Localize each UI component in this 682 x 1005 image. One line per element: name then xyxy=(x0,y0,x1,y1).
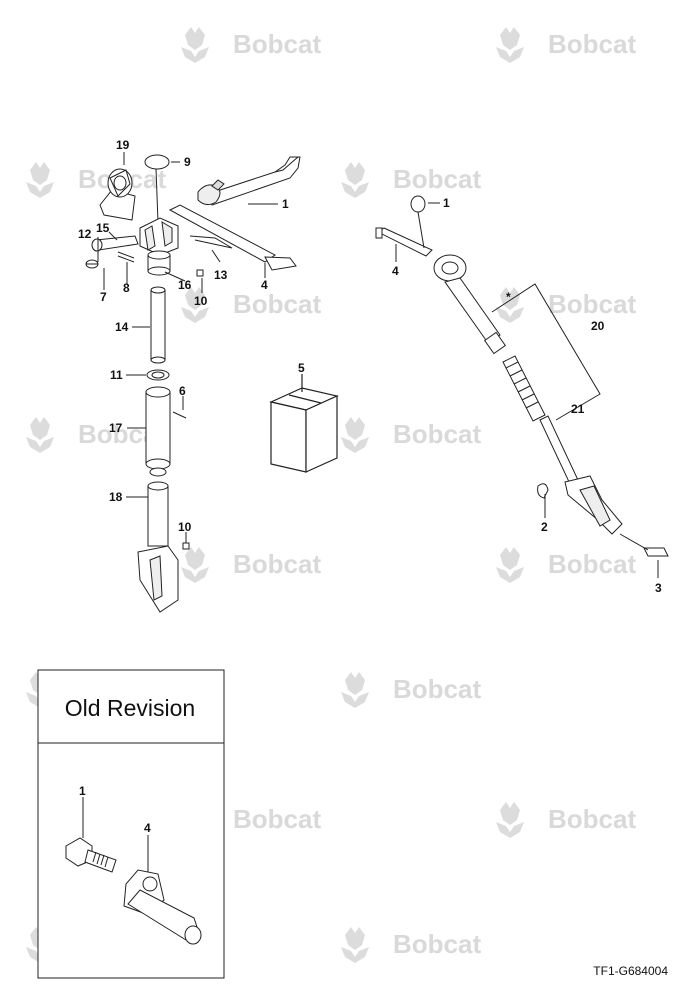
box-part-5 xyxy=(269,374,339,473)
watermark-bobcat: Bobcat xyxy=(26,162,166,198)
svg-text:Bobcat: Bobcat xyxy=(233,804,321,834)
right-leader-lines xyxy=(258,202,659,578)
inset-title: Old Revision xyxy=(65,695,195,721)
svg-text:Bobcat: Bobcat xyxy=(393,929,481,959)
callout-21: 21 xyxy=(571,402,585,416)
callout-10: 10 xyxy=(178,520,192,534)
right-assembly-drawing xyxy=(375,195,669,557)
callout-16: 16 xyxy=(178,278,192,292)
callout-labels: 19 9 1 15 12 7 8 16 10 13 4 14 11 6 17 1… xyxy=(65,138,662,835)
watermark-bobcat: Bobcat xyxy=(341,927,481,963)
callout-14: 14 xyxy=(115,320,129,334)
watermark-bobcat: Bobcat xyxy=(181,27,321,63)
callout-7: 7 xyxy=(100,290,107,304)
svg-text:Bobcat: Bobcat xyxy=(233,289,321,319)
callout-19: 19 xyxy=(116,138,130,152)
callout-17: 17 xyxy=(109,421,123,435)
callout-8: 8 xyxy=(123,281,130,295)
callout-4: 4 xyxy=(392,264,399,278)
watermark-bobcat: Bobcat xyxy=(26,417,166,453)
callout-3: 3 xyxy=(655,581,662,595)
callout-1: 1 xyxy=(443,196,450,210)
callout-4: 4 xyxy=(261,278,268,292)
left-assembly-drawing xyxy=(85,154,301,613)
callout-1: 1 xyxy=(282,197,289,211)
watermark-bobcat: Bobcat xyxy=(341,672,481,708)
callout-18: 18 xyxy=(109,490,123,504)
watermark-bobcat: Bobcat xyxy=(496,802,636,838)
inset-callout-4: 4 xyxy=(144,821,151,835)
callout-12: 12 xyxy=(78,227,92,241)
watermark-bobcat: Bobcat xyxy=(181,287,321,323)
callout-15: 15 xyxy=(96,221,110,235)
svg-text:Bobcat: Bobcat xyxy=(393,419,481,449)
drawing-number: TF1-G684004 xyxy=(593,964,668,978)
watermark-bobcat: Bobcat xyxy=(181,802,321,838)
left-leader-lines xyxy=(97,152,278,543)
callout-13: 13 xyxy=(214,268,228,282)
svg-text:Bobcat: Bobcat xyxy=(393,674,481,704)
svg-text:Bobcat: Bobcat xyxy=(548,804,636,834)
callout-5: 5 xyxy=(298,361,305,375)
callout-star: * xyxy=(506,290,511,304)
svg-text:Bobcat: Bobcat xyxy=(233,549,321,579)
watermark-bobcat: Bobcat xyxy=(496,287,636,323)
callout-10: 10 xyxy=(194,294,208,308)
callout-20: 20 xyxy=(591,319,605,333)
inset-callout-1: 1 xyxy=(79,784,86,798)
watermark-bobcat: Bobcat xyxy=(496,27,636,63)
watermark-bobcat: Bobcat xyxy=(341,417,481,453)
callout-11: 11 xyxy=(110,368,123,382)
svg-text:Bobcat: Bobcat xyxy=(233,29,321,59)
svg-text:Bobcat: Bobcat xyxy=(548,29,636,59)
svg-text:Bobcat: Bobcat xyxy=(393,164,481,194)
callout-9: 9 xyxy=(184,155,191,169)
watermark-bobcat: Bobcat xyxy=(341,162,481,198)
callout-2: 2 xyxy=(541,520,548,534)
watermark-bobcat: Bobcat xyxy=(496,547,636,583)
svg-text:Bobcat: Bobcat xyxy=(548,289,636,319)
svg-text:Bobcat: Bobcat xyxy=(548,549,636,579)
old-revision-inset xyxy=(37,669,225,979)
watermark-bobcat: Bobcat xyxy=(181,547,321,583)
callout-6: 6 xyxy=(179,384,186,398)
